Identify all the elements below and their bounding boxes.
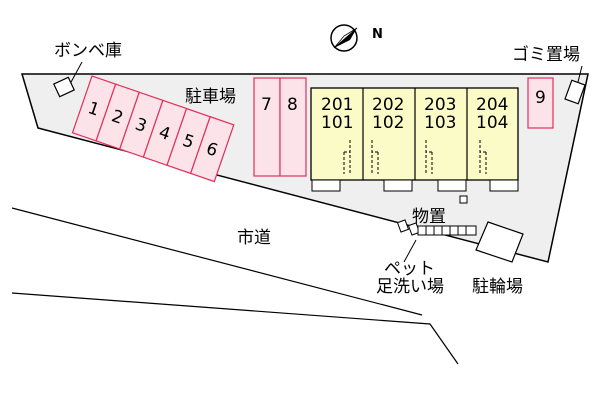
garbage-label: ゴミ置場 — [512, 44, 580, 65]
storage: 物置 — [396, 195, 477, 236]
pet-wash-label-line1: ペット — [384, 259, 435, 279]
city-road-label: 市道 — [237, 228, 271, 248]
unit-201: 201 — [321, 95, 353, 115]
building: 201 101 202 102 203 103 204 104 — [310, 87, 519, 192]
parking-slot-7 — [253, 77, 281, 177]
parking-slot-8-label: 8 — [287, 95, 298, 115]
bike-parking-label: 駐輪場 — [472, 277, 523, 297]
parking-slot-6 — [189, 115, 235, 183]
cylinder-storage: ボンベ庫 — [52, 41, 122, 98]
parking-label: 駐車場 — [185, 87, 236, 107]
pet-wash-label-line2: 足洗い場 — [376, 277, 444, 297]
parking-slot-9 — [527, 77, 554, 129]
parking-slots-vertical: 7 8 — [253, 77, 307, 177]
unit-104: 104 — [476, 113, 508, 133]
garbage-area: ゴミ置場 — [512, 44, 586, 105]
north-arrow-icon: N — [330, 24, 383, 52]
parking-slot-9-label: 9 — [535, 88, 546, 108]
parking-slot-8 — [279, 77, 307, 177]
unit-102: 102 — [372, 113, 404, 133]
bike-parking: 駐輪場 — [472, 221, 524, 297]
road-edge-upper — [11, 207, 423, 316]
cylinder-storage-label: ボンベ庫 — [54, 41, 122, 61]
unit-202: 202 — [372, 95, 404, 115]
parking-slots-diagonal: 1 2 3 4 5 6 — [71, 75, 235, 183]
storage-label: 物置 — [412, 207, 446, 227]
unit-101: 101 — [321, 113, 353, 133]
unit-204: 204 — [476, 95, 508, 115]
unit-103: 103 — [424, 113, 456, 133]
unit-203: 203 — [424, 95, 456, 115]
north-label: N — [372, 27, 383, 42]
pet-foot-wash: ペット 足洗い場 — [376, 239, 444, 297]
parking-slot-7-label: 7 — [261, 95, 272, 115]
road-edge-lower — [11, 292, 459, 365]
